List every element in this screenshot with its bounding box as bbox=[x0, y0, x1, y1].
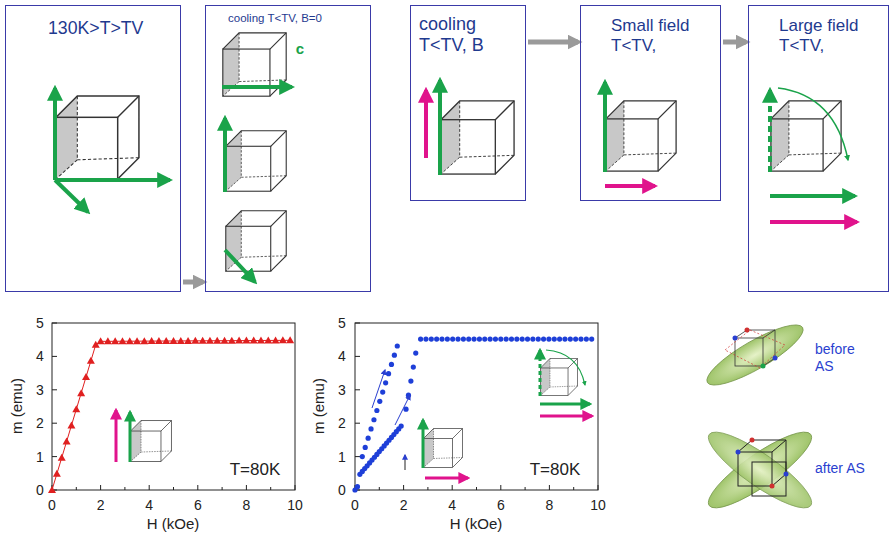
tick-label: 4 bbox=[448, 497, 456, 513]
panel-heading: Small field T<TV, bbox=[611, 16, 716, 55]
tick-label: 0 bbox=[36, 482, 44, 498]
tick-label: 3 bbox=[338, 382, 346, 398]
temperature-label: T=80K bbox=[530, 460, 581, 480]
tick-label: 2 bbox=[97, 497, 105, 513]
panel-box: Small field T<TV, bbox=[580, 5, 721, 201]
panel-box: cooling T<TV, B bbox=[410, 5, 526, 201]
tick-label: 0 bbox=[338, 482, 346, 498]
axis-title: m (emu) bbox=[8, 378, 25, 434]
tick-label: 8 bbox=[545, 497, 553, 513]
process-arrow bbox=[183, 280, 203, 285]
tick-label: 2 bbox=[400, 497, 408, 513]
tick-label: 2 bbox=[36, 415, 44, 431]
tick-label: 5 bbox=[36, 315, 44, 331]
tick-label: 4 bbox=[338, 348, 346, 364]
chart-insets bbox=[116, 350, 592, 478]
tick-label: 2 bbox=[338, 415, 346, 431]
process-arrow bbox=[723, 40, 746, 45]
tick-label: 6 bbox=[497, 497, 505, 513]
tick-label: 6 bbox=[194, 497, 202, 513]
panel-figures bbox=[55, 33, 857, 282]
tick-label: 8 bbox=[242, 497, 250, 513]
tick-label: 0 bbox=[351, 497, 359, 513]
tick-label: 3 bbox=[36, 382, 44, 398]
tick-label: 4 bbox=[36, 348, 44, 364]
tick-label: 0 bbox=[48, 497, 56, 513]
crystal-illustration bbox=[700, 315, 820, 518]
tick-label: 10 bbox=[590, 497, 606, 513]
axis-title: H (kOe) bbox=[450, 515, 503, 532]
process-arrow bbox=[528, 40, 578, 45]
tick-label: 4 bbox=[145, 497, 153, 513]
axis-ticks bbox=[52, 323, 598, 490]
state-label: after AS bbox=[815, 460, 875, 477]
state-label: before AS bbox=[815, 341, 875, 375]
chart-axes bbox=[52, 323, 598, 490]
panel-heading: 130K>T>TV bbox=[48, 18, 180, 38]
data-points bbox=[48, 336, 594, 493]
panel-heading: cooling T<TV, B bbox=[419, 14, 521, 55]
temperature-label: T=80K bbox=[230, 460, 281, 480]
panel-box: cooling T<TV, B=0 bbox=[205, 5, 371, 292]
panel-heading: Large field T<TV, bbox=[779, 16, 884, 55]
tick-label: 1 bbox=[36, 449, 44, 465]
axis-label: c bbox=[296, 40, 304, 57]
tick-label: 5 bbox=[338, 315, 346, 331]
panel-heading: cooling T<TV, B=0 bbox=[228, 12, 370, 25]
panel-box: 130K>T>TV bbox=[5, 5, 181, 292]
tick-label: 1 bbox=[338, 449, 346, 465]
panel-box: Large field T<TV, bbox=[748, 5, 889, 292]
axis-title: m (emu) bbox=[310, 378, 327, 434]
axis-title: H (kOe) bbox=[147, 515, 200, 532]
tick-label: 10 bbox=[287, 497, 303, 513]
